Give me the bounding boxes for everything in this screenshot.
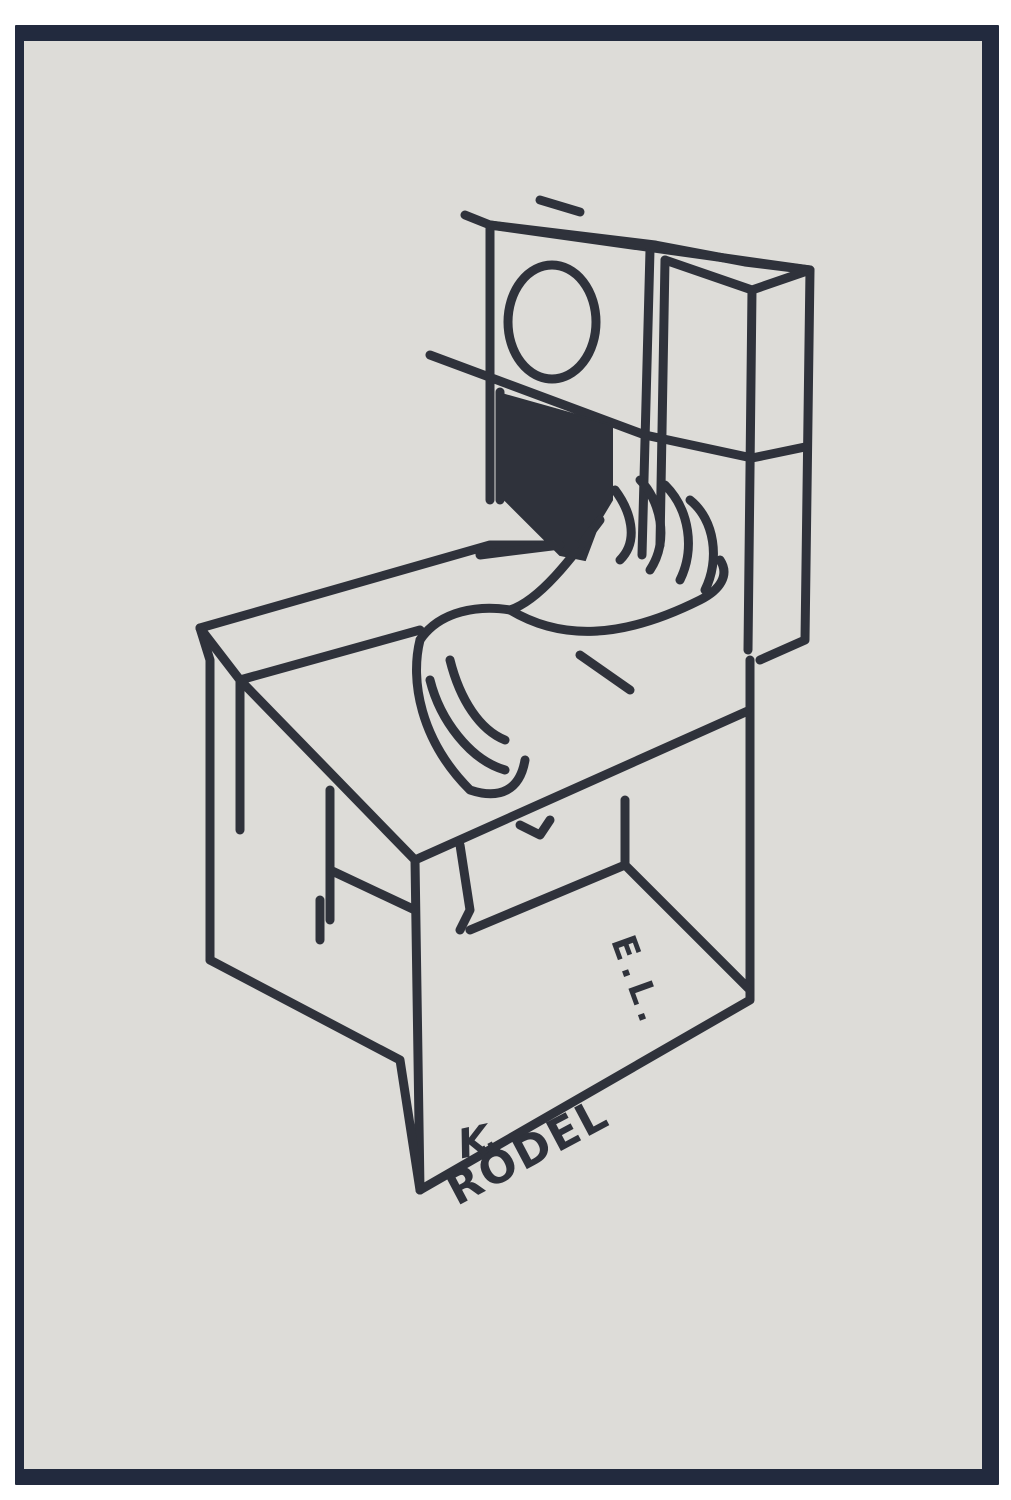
paper-card [24,41,982,1469]
upper-cabinet [425,195,815,665]
desk-seat [195,540,755,1195]
hand [412,475,729,799]
